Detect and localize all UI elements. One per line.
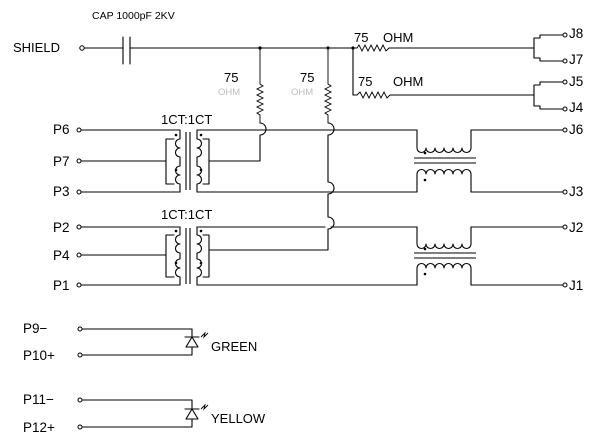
resistor-vertical-1-unit: OHM [218, 87, 240, 98]
pin-j2-terminal [562, 224, 568, 230]
pin-p6-label: P6 [53, 122, 70, 137]
led-green-plus-label: P10+ [23, 348, 55, 363]
resistor-vertical-1: 75 OHM [218, 48, 265, 123]
led-yellow-minus-label: P11− [23, 392, 54, 407]
resistor-vertical-2: 75 OHM [291, 48, 333, 123]
pin-p2-terminal [76, 224, 82, 230]
resistor-top-1-unit: OHM [383, 30, 413, 45]
pin-p1-label: P1 [53, 278, 70, 293]
pin-j5-label: J5 [569, 74, 583, 89]
pin-p7-terminal [76, 158, 82, 164]
pin-p3-terminal [76, 189, 82, 195]
resistor-vertical-2-value: 75 [300, 70, 314, 85]
pin-j3-terminal [562, 189, 568, 195]
shield-jack-brackets [533, 34, 564, 110]
pin-j7-label: J7 [569, 52, 583, 67]
pin-j1-label: J1 [569, 278, 583, 293]
pin-p10-terminal [77, 352, 83, 358]
pin-j5-terminal [562, 79, 568, 85]
pin-p1-terminal [76, 282, 82, 288]
pin-j3-label: J3 [569, 184, 583, 199]
pin-j8-label: J8 [569, 26, 583, 41]
common-mode-choke-1 [414, 129, 564, 193]
pin-j2-label: J2 [569, 220, 583, 235]
transformer-1: 1CT:1CT [80, 112, 418, 193]
pin-j6-terminal [562, 127, 568, 133]
left-pin-labels: P6 P7 P3 P2 P4 P1 [53, 122, 70, 293]
pin-p3-label: P3 [53, 184, 70, 199]
pin-j8-terminal [562, 32, 568, 38]
pin-p2-label: P2 [53, 220, 70, 235]
resistor-top-1: 75 OHM [353, 30, 534, 53]
resistor-top-2-unit: OHM [393, 74, 423, 89]
led-green: P9− P10+ GREEN [23, 321, 257, 363]
pin-j7-terminal [562, 58, 568, 64]
pin-j6-label: J6 [569, 122, 583, 137]
shield-label: SHIELD [13, 40, 60, 55]
resistor-top-2: 75 OHM [356, 74, 534, 100]
pin-p4-terminal [76, 252, 82, 258]
led-green-color-label: GREEN [211, 339, 257, 354]
transformer-1-ratio: 1CT:1CT [161, 112, 212, 127]
pin-p9-terminal [77, 326, 83, 332]
pin-p11-terminal [77, 397, 83, 403]
common-mode-choke-2 [414, 226, 564, 286]
pin-p7-label: P7 [53, 154, 70, 169]
pin-j4-label: J4 [569, 100, 584, 115]
pin-j4-terminal [562, 106, 568, 112]
led-yellow: P11− P12+ YELLOW [23, 392, 266, 435]
pin-p6-terminal [76, 127, 82, 133]
resistor-vertical-2-unit: OHM [291, 87, 313, 98]
led-yellow-color-label: YELLOW [211, 411, 266, 426]
resistor-vertical-1-value: 75 [224, 70, 238, 85]
pin-j1-terminal [562, 282, 568, 288]
pin-p4-label: P4 [53, 248, 70, 263]
resistor-top-2-value: 75 [358, 74, 372, 89]
led-green-minus-label: P9− [23, 321, 48, 336]
center-tap-returns [208, 122, 335, 251]
transformer-2: 1CT:1CT [80, 207, 418, 286]
pin-p12-terminal [77, 424, 83, 430]
capacitor-value-label: CAP 1000pF 2KV [92, 10, 175, 22]
led-yellow-plus-label: P12+ [23, 420, 55, 435]
resistor-top-1-value: 75 [354, 30, 368, 45]
transformer-2-ratio: 1CT:1CT [161, 207, 212, 222]
shield-wiring [83, 36, 358, 96]
